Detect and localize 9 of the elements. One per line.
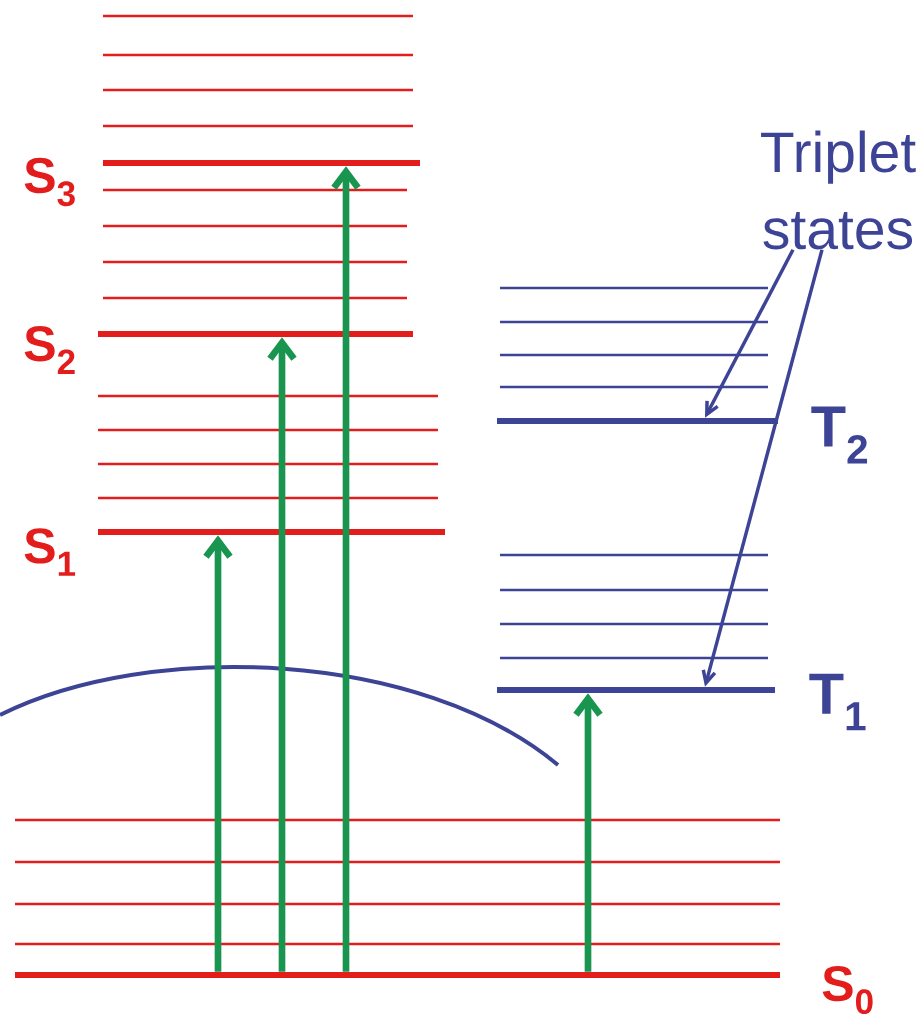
leader-arrow: [701, 249, 824, 687]
level-label: S$_{2}$: [24, 326, 75, 374]
leader-arrow: [705, 248, 795, 418]
level-label: T$_{2}$: [811, 406, 868, 464]
level-label: S$_{3}$: [24, 157, 75, 207]
level-label: S$_{0}$: [822, 965, 873, 1014]
annotation-text: Triplet states: [761, 130, 916, 250]
level-label: T$_{1}$: [809, 673, 866, 731]
level-label: S$_{1}$: [24, 528, 76, 576]
